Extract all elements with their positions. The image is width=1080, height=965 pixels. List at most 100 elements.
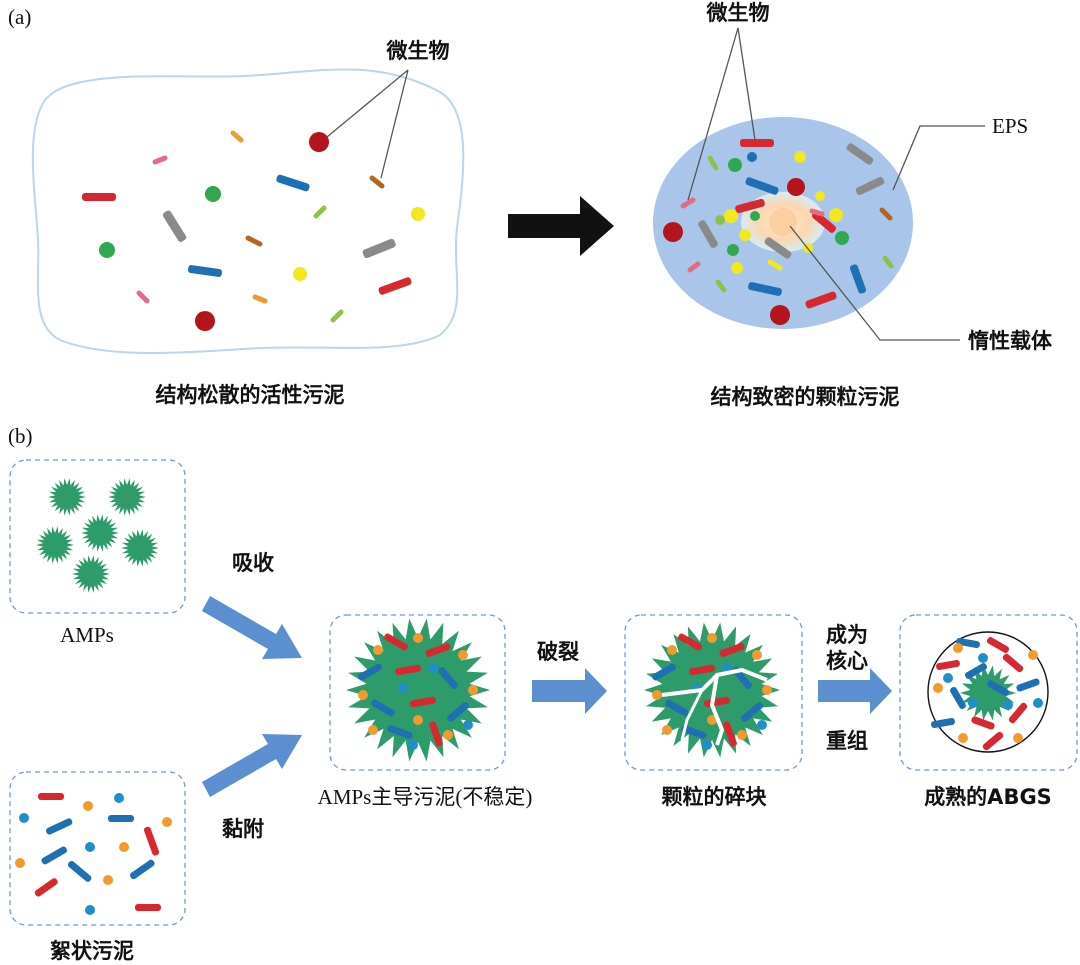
microbe-rod (855, 177, 885, 195)
panel-a-letter: (a) (8, 5, 31, 29)
crack-line (709, 674, 725, 746)
amp-sphere (48, 478, 86, 516)
microbe-rod (748, 282, 782, 296)
loose-sludge-outline (31, 68, 465, 354)
microbe-rod (362, 238, 396, 259)
microbe-rod (129, 859, 155, 880)
amp-core (644, 622, 780, 758)
microbe-sphere (411, 207, 425, 221)
eps-leader-line (892, 125, 985, 191)
microbe-sphere (413, 633, 423, 643)
microbe-rod (678, 633, 702, 651)
microbe-sphere (663, 222, 683, 242)
microbe-rod (936, 659, 960, 671)
microbe-rod (1008, 702, 1028, 724)
microbe-rod (964, 663, 988, 679)
fragment-granule (644, 622, 780, 758)
microbe-sphere (953, 643, 963, 653)
adhere-arrow (202, 734, 302, 797)
leader-line (380, 69, 409, 179)
amp-sphere (36, 526, 74, 564)
panel-b-letter: (b) (8, 424, 33, 448)
microbe-rod (387, 725, 413, 739)
dense-microbe-group (663, 139, 894, 325)
microbe-rod (447, 702, 469, 722)
microbe-rod (384, 633, 408, 651)
microbe-label-left: 微生物 (386, 39, 450, 63)
microbe-rod (719, 643, 745, 657)
microbe-sphere (398, 683, 408, 693)
microbe-rod (665, 699, 689, 717)
microbe-sphere (737, 730, 747, 740)
microbe-sphere (702, 740, 712, 750)
leader-line (326, 69, 409, 138)
carrier-label: 惰性载体 (968, 329, 1053, 353)
floc-box (9, 771, 186, 926)
microbe-rod (425, 643, 451, 657)
carrier-leader-line (789, 225, 960, 341)
flagellated-bacteria (680, 155, 894, 293)
adhere-label: 黏附 (222, 817, 264, 841)
microbe-sphere (731, 262, 743, 274)
microbe-rod (741, 702, 763, 722)
microbe-sphere (114, 793, 124, 803)
absorb-label: 吸收 (232, 551, 274, 575)
microbe-sphere (707, 633, 717, 643)
microbe-sphere (750, 211, 760, 221)
microbe-sphere (103, 875, 113, 885)
microbe-sphere (662, 725, 672, 735)
microbe-rod (745, 177, 779, 195)
microbe-rod (986, 680, 1010, 696)
microbe-rod (689, 664, 715, 676)
microbe-rod (1016, 678, 1040, 692)
microbe-sphere (770, 305, 790, 325)
microbe-sphere (762, 685, 772, 695)
microbe-rod (652, 663, 676, 681)
microbe-rod (371, 699, 395, 717)
microbe-sphere (652, 690, 662, 700)
microbe-sphere (739, 229, 751, 241)
break-arrow (532, 668, 607, 714)
microbe-rod (740, 139, 774, 147)
mature-granule-label: 成熟的ABGS (924, 785, 1052, 809)
microbe-sphere (195, 311, 215, 331)
microbe-rod (135, 904, 161, 911)
microbe-sphere (724, 209, 738, 223)
flagellated-bacteria (136, 130, 385, 323)
dominated-sludge-label: AMPs主导污泥(不稳定) (318, 785, 533, 809)
microbe-sphere (794, 151, 806, 163)
microbe-rod (849, 264, 867, 294)
microbe-rod (950, 686, 966, 710)
microbe-sphere (428, 663, 438, 673)
microbe-rod (378, 277, 412, 295)
microbe-sphere (968, 698, 978, 708)
microbe-rod (410, 696, 436, 708)
microbe-sphere (829, 208, 843, 222)
microbe-rod (143, 826, 160, 856)
microbe-rod (41, 846, 68, 865)
leader-line (687, 27, 739, 201)
break-label: 破裂 (537, 640, 579, 664)
microbe-sphere (458, 650, 468, 660)
microbe-sphere (309, 132, 329, 152)
microbe-sphere (85, 905, 95, 915)
microbe-sphere (83, 801, 93, 811)
amp-sphere (81, 514, 119, 552)
microbe-rod (681, 725, 707, 739)
microbe-rod (108, 815, 134, 822)
microbe-rod (764, 237, 792, 259)
loose-sludge-caption: 结构松散的活性污泥 (156, 383, 345, 407)
microbe-rod (276, 174, 310, 192)
microbe-rod (931, 717, 955, 729)
mature-granule (931, 637, 1043, 751)
amp-core (346, 618, 490, 762)
microbe-rod (1002, 653, 1024, 673)
microbe-sphere (835, 231, 849, 245)
inert-carrier-core (769, 208, 797, 236)
microbe-sphere (752, 650, 762, 660)
microbe-sphere (373, 645, 383, 655)
microbe-sphere (667, 645, 677, 655)
microbe-rod (82, 193, 116, 201)
absorb-arrow (202, 596, 302, 659)
microbe-sphere (1013, 733, 1023, 743)
